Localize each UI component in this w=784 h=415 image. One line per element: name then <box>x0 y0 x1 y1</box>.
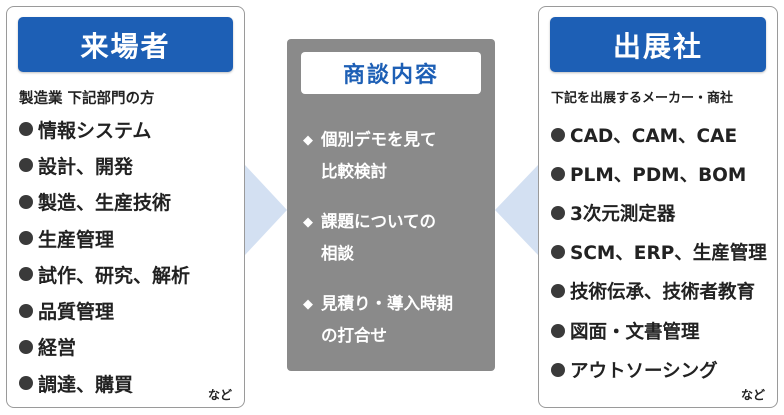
exhibitor-list-item-label: アウトソーシング <box>570 360 718 382</box>
negotiation-item: ◆ 見積り・導入時期 の打合せ <box>303 288 487 351</box>
right-connector-arrow <box>495 165 538 255</box>
visitor-list-item-label: 生産管理 <box>38 228 115 251</box>
exhibitor-list-item-label: 3次元測定器 <box>570 203 676 225</box>
bullet-icon <box>551 166 565 181</box>
bullet-icon <box>551 127 565 142</box>
visitor-list-item-label: 試作、研究、解析 <box>38 264 191 287</box>
diamond-icon: ◆ <box>303 215 313 230</box>
bullet-icon <box>19 267 33 282</box>
negotiation-item-line2: 相談 <box>321 244 354 263</box>
exhibitor-list-item: アウトソーシング <box>551 350 767 389</box>
bullet-icon <box>19 122 33 137</box>
exhibitor-list-item-label: PLM、PDM、BOM <box>570 164 747 186</box>
visitor-list-item: 品質管理 <box>19 292 190 328</box>
visitor-title: 来場者 <box>18 17 233 72</box>
bullet-icon <box>19 376 33 391</box>
diamond-icon: ◆ <box>303 297 313 312</box>
visitor-list-item: 経営 <box>19 329 190 365</box>
bullet-icon <box>19 158 33 173</box>
visitor-list-item-label: 製造、生産技術 <box>38 192 172 215</box>
visitor-panel: 来場者 製造業 下記部門の方 情報システム設計、開発製造、生産技術生産管理試作、… <box>6 6 245 408</box>
bullet-icon <box>551 323 565 338</box>
bullet-icon <box>19 339 33 354</box>
visitor-list-item: 製造、生産技術 <box>19 184 190 220</box>
negotiation-item: ◆ 課題についての 相談 <box>303 206 487 269</box>
negotiation-item-line2: の打合せ <box>321 326 387 345</box>
negotiation-box: 商談内容 ◆ 個別デモを見て 比較検討 ◆ 課題についての 相談 ◆ 見積り・導入時期… <box>287 39 495 371</box>
visitor-list-item-label: 調達、購買 <box>38 373 134 396</box>
visitor-list-item-label: 情報システム <box>38 119 152 142</box>
visitor-list-item: 調達、購買 <box>19 365 190 401</box>
visitor-list: 情報システム設計、開発製造、生産技術生産管理試作、研究、解析品質管理経営調達、購… <box>19 111 190 401</box>
visitor-list-item: 設計、開発 <box>19 147 190 183</box>
exhibitor-list-item: 図面・文書管理 <box>551 311 767 350</box>
bullet-icon <box>19 303 33 318</box>
bullet-icon <box>551 284 565 299</box>
exhibitor-list-item: 3次元測定器 <box>551 193 767 232</box>
exhibitor-list-item-label: 技術伝承、技術者教育 <box>570 282 756 304</box>
exhibitor-footnote: など <box>740 388 765 402</box>
exhibitor-panel: 出展社 下記を出展するメーカー・商社 CAD、CAM、CAE PLM、PDM、BO… <box>538 6 778 408</box>
bullet-icon <box>19 231 33 246</box>
visitor-list-item-label: 経営 <box>38 337 77 360</box>
exhibitor-list-item-label: SCM、ERP、生産管理 <box>570 243 767 265</box>
bullet-icon <box>19 194 33 209</box>
visitor-list-item: 生産管理 <box>19 220 190 256</box>
exhibitor-list-item: PLM、PDM、BOM <box>551 154 767 193</box>
exhibitor-list-item: CAD、CAM、CAE <box>551 115 767 154</box>
exhibitor-title: 出展社 <box>550 17 766 72</box>
visitor-list-item-label: 品質管理 <box>38 301 115 324</box>
visitor-subtitle: 製造業 下記部門の方 <box>19 91 155 107</box>
visitor-list-item: 情報システム <box>19 111 190 147</box>
bullet-icon <box>551 205 565 220</box>
exhibitor-list-item: 技術伝承、技術者教育 <box>551 272 767 311</box>
diamond-icon: ◆ <box>303 133 313 148</box>
left-connector-arrow <box>245 165 287 255</box>
exhibitor-list-item-label: 図面・文書管理 <box>570 321 700 343</box>
negotiation-item-line1: 課題についての <box>321 212 437 231</box>
exhibitor-list: CAD、CAM、CAE PLM、PDM、BOM 3次元測定器 SCM、ERP、生産管理… <box>551 115 767 389</box>
negotiation-item-line1: 個別デモを見て <box>321 130 437 149</box>
negotiation-item-line2: 比較検討 <box>321 162 387 181</box>
visitor-footnote: など <box>207 388 232 402</box>
bullet-icon <box>551 245 565 260</box>
exhibitor-list-item-label: CAD、CAM、CAE <box>570 125 738 147</box>
visitor-list-item: 試作、研究、解析 <box>19 256 190 292</box>
visitor-list-item-label: 設計、開発 <box>38 155 134 178</box>
exhibitor-list-item: SCM、ERP、生産管理 <box>551 233 767 272</box>
negotiation-title: 商談内容 <box>301 52 481 94</box>
bullet-icon <box>551 362 565 377</box>
negotiation-item: ◆ 個別デモを見て 比較検討 <box>303 124 487 187</box>
exhibitor-subtitle: 下記を出展するメーカー・商社 <box>551 91 734 106</box>
negotiation-item-line1: 見積り・導入時期 <box>321 294 453 313</box>
